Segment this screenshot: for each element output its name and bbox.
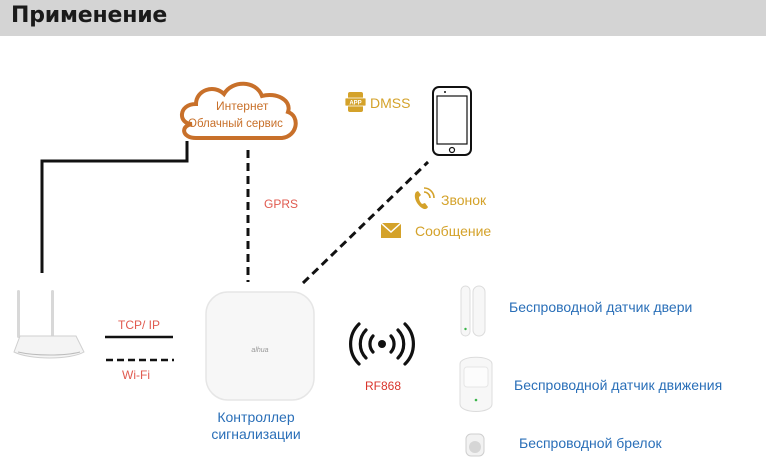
motion-sensor-label: Беспроводной датчик движения (514, 377, 723, 393)
router-icon (13, 290, 85, 359)
controller-label-line2: сигнализации (211, 426, 301, 442)
tcpip-label: TCP/ IP (118, 318, 161, 332)
door-sensor-label: Беспроводной датчик двери (509, 299, 693, 315)
phone-link-line (301, 160, 430, 285)
rf-label: RF868 (365, 379, 402, 393)
controller-label: Контроллер сигнализации (210, 409, 302, 443)
wireless-signal-icon (349, 322, 415, 366)
app-icon: APP (344, 92, 367, 112)
gprs-label: GPRS (264, 197, 299, 211)
section-title: Применение (11, 3, 168, 28)
cloud-icon (180, 81, 298, 140)
wired-internet-line (40, 141, 189, 273)
call-label: Звонок (441, 192, 487, 208)
svg-text:APP: APP (349, 101, 361, 107)
message-label: Сообщение (415, 223, 492, 239)
cloud-label-internet: Интернет (216, 99, 269, 113)
door-sensor-device (460, 285, 486, 337)
app-name-label: DMSS (370, 95, 411, 111)
envelope-icon (380, 222, 402, 238)
key-fob-device (465, 433, 485, 457)
phone-call-icon (414, 187, 435, 210)
alarm-controller-device: alhua (205, 291, 315, 401)
motion-sensor-device (459, 356, 493, 412)
svg-text:alhua: alhua (251, 347, 268, 354)
smartphone-icon (432, 86, 472, 156)
cloud-label-service: Облачный сервис (188, 118, 283, 130)
section-header: Применение (0, 0, 766, 36)
controller-label-line1: Контроллер (217, 409, 295, 425)
key-fob-label: Беспроводной брелок (519, 435, 662, 451)
wifi-label: Wi-Fi (122, 368, 150, 382)
